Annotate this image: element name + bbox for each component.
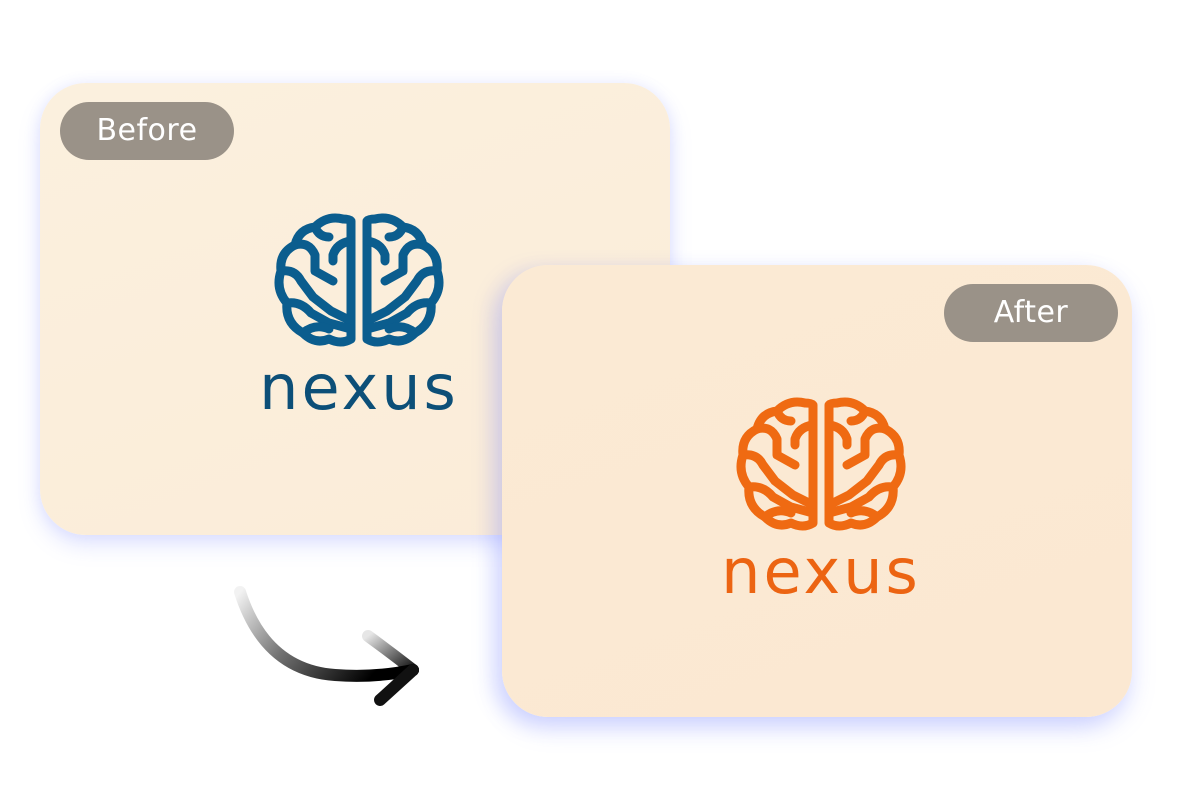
curved-arrow-right-icon xyxy=(225,580,425,714)
brain-icon xyxy=(271,211,447,351)
after-card: After xyxy=(502,265,1132,717)
before-label-badge: Before xyxy=(60,102,234,160)
before-wordmark: nexus xyxy=(259,351,459,424)
before-logo: nexus xyxy=(240,211,478,419)
after-logo: nexus xyxy=(702,395,940,603)
after-label-badge: After xyxy=(944,284,1118,342)
brain-icon xyxy=(733,395,909,535)
after-wordmark: nexus xyxy=(721,535,921,608)
